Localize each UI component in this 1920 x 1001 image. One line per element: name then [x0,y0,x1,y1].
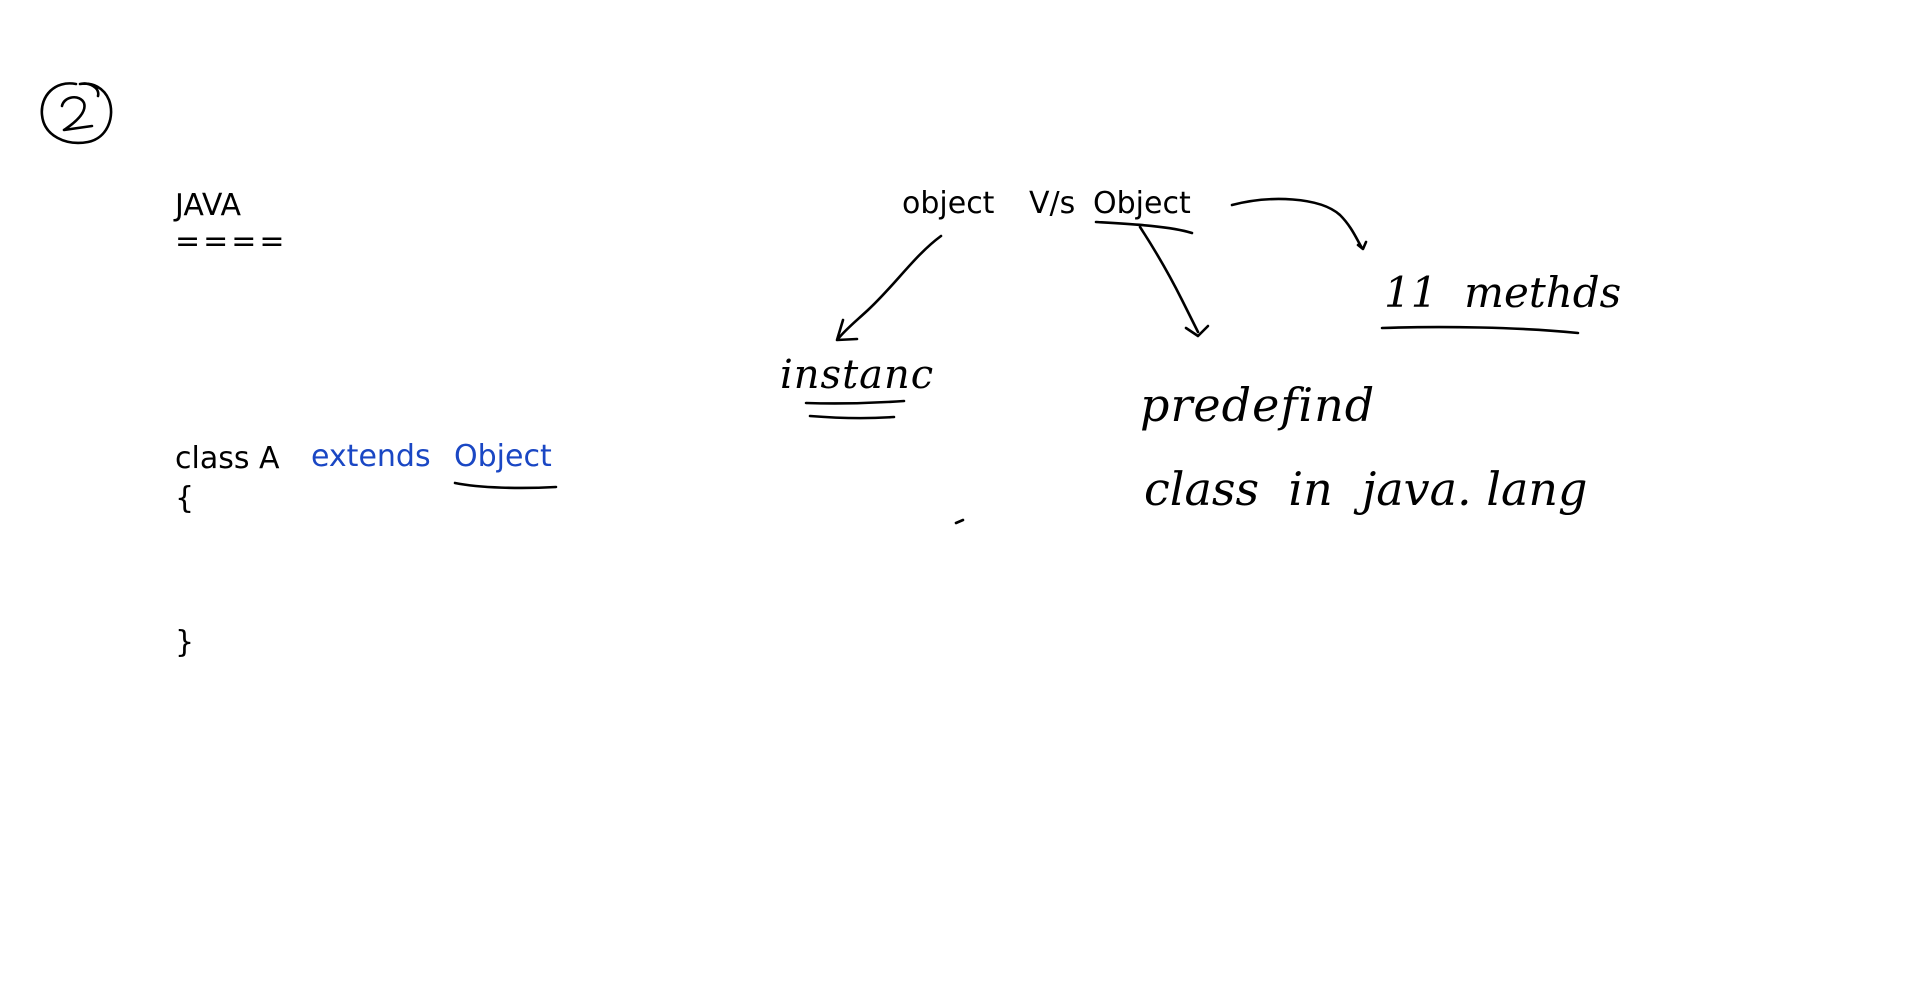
note-class-in-java-lang: class in java. lang [1144,462,1588,516]
code-object-class: Object [454,439,552,474]
note-instance: instanc [780,352,935,398]
heading-object-class: Object [1093,186,1191,221]
instance-underline-2 [808,414,896,420]
heading-object-lowercase: object [902,186,995,221]
arrow-to-methods-head [1356,240,1368,251]
page-number-circle [40,82,113,145]
title-underline: ==== [175,224,288,259]
code-open-brace: { [175,481,195,516]
methods-underline [1380,325,1580,335]
heading-versus: V/s [1029,186,1076,221]
page-title: JAVA [175,188,242,223]
note-eleven-methods: 11 methds [1384,268,1622,317]
code-close-brace: } [175,625,195,660]
arrow-to-predefined-head [1184,324,1210,338]
instance-underline-1 [804,399,906,405]
arrow-to-instance-head [835,318,859,342]
code-class-declaration: class A [175,441,280,476]
object-heading-underline [1094,220,1194,235]
object-code-underline [453,481,558,490]
stray-mark [954,518,965,525]
code-extends-keyword: extends [311,439,431,474]
arrow-to-instance [836,234,943,341]
page-number-digit [60,96,94,132]
note-predefined: predefind [1140,378,1376,432]
arrow-to-methods [1230,197,1364,250]
arrow-to-predefined [1138,225,1200,334]
